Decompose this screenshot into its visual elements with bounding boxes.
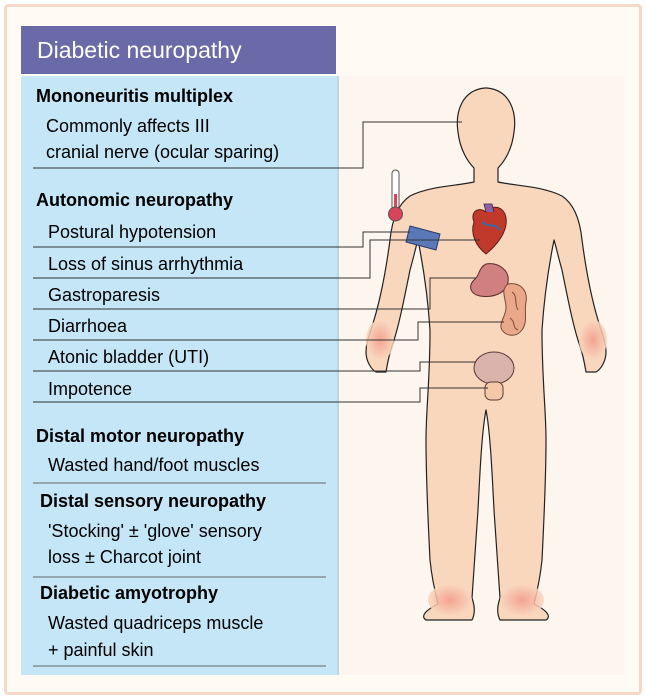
item-wasted-quadriceps: Wasted quadriceps muscle <box>48 613 264 633</box>
leader-lines <box>33 121 504 403</box>
sensory-loss-highlights <box>366 320 607 616</box>
item-postural-hypotension: Postural hypotension <box>48 222 217 242</box>
blood-pressure-cuff-icon <box>405 225 441 251</box>
heart-icon <box>472 203 507 255</box>
bladder-icon <box>473 351 515 401</box>
item-impotence: Impotence <box>48 379 133 399</box>
item-wasted-hand-foot: Wasted hand/foot muscles <box>48 455 260 475</box>
item-gastroparesis: Gastroparesis <box>48 285 161 305</box>
intestine-icon <box>500 283 527 336</box>
heading-autonomic: Autonomic neuropathy <box>36 190 233 210</box>
item-stocking-glove: 'Stocking' ± 'glove' sensory <box>48 521 262 541</box>
item-atonic-bladder: Atonic bladder (UTI) <box>48 347 210 367</box>
item-diarrhoea: Diarrhoea <box>48 316 128 336</box>
item-painful-skin: + painful skin <box>48 640 154 660</box>
item-cranial-nerve-1: Commonly affects III <box>46 116 210 136</box>
heading-amyotrophy: Diabetic amyotrophy <box>40 583 219 603</box>
stomach-icon <box>470 263 509 297</box>
thermometer-icon <box>388 169 403 222</box>
heading-distal-sensory: Distal sensory neuropathy <box>40 491 267 511</box>
item-charcot: loss ± Charcot joint <box>48 547 201 567</box>
item-sinus-arrhythmia: Loss of sinus arrhythmia <box>48 254 244 274</box>
item-cranial-nerve-2: cranial nerve (ocular sparing) <box>46 142 280 162</box>
heading-distal-motor: Distal motor neuropathy <box>36 426 245 446</box>
heading-mononeuritis: Mononeuritis multiplex <box>36 86 234 106</box>
text-panel <box>21 76 339 675</box>
diagram-title: Diabetic neuropathy <box>21 26 336 74</box>
section-dividers <box>33 482 326 667</box>
